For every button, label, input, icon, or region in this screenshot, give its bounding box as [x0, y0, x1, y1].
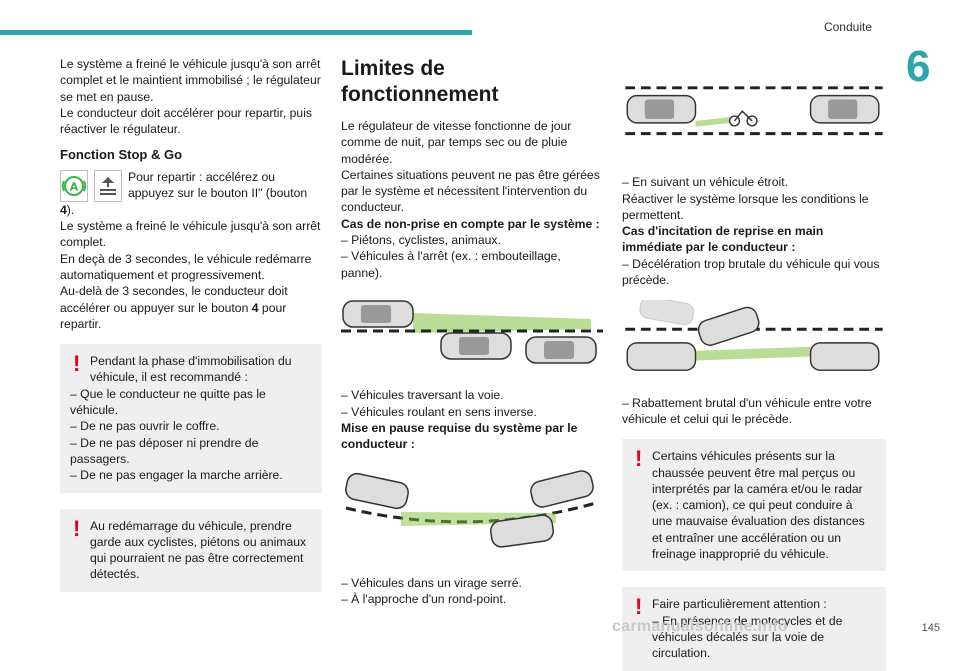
section-title: Conduite: [823, 20, 872, 34]
header-accent-bar: [0, 30, 472, 35]
heading-stop-go: Fonction Stop & Go: [60, 147, 183, 163]
stop-go-instruction: Pour repartir : accélérez ou appuyez sur…: [128, 169, 308, 201]
warning-box-camera: ! Certains véhicules présents sur la cha…: [622, 439, 886, 572]
page-number: 145: [921, 622, 940, 634]
warning-text: Certains véhicules présents sur la chaus…: [652, 449, 865, 562]
list-item: – Véhicules roulant en sens inverse.: [341, 404, 537, 419]
chapter-tab: 6: [896, 0, 960, 100]
warning-box-restart: ! Au redémarrage du véhicule, prendre ga…: [60, 508, 322, 592]
paragraph: Le système a freiné le véhicule jusqu'à …: [60, 57, 321, 104]
warning-icon: !: [635, 446, 643, 472]
paragraph: Réactiver le système lorsque les conditi…: [622, 191, 869, 222]
list-item: – Véhicules traversant la voie.: [341, 388, 504, 403]
list-item: – En suivant un véhicule étroit.: [622, 175, 788, 190]
warning-list-item: – De ne pas déposer ni prendre de passag…: [70, 435, 259, 466]
watermark: carmanualsonline.info: [612, 618, 789, 635]
list-item: – Véhicules à l'arrêt (ex. : embouteilla…: [341, 249, 561, 280]
paragraph: Le régulateur de vitesse fonctionne de j…: [341, 119, 572, 166]
column-middle: Limites de fonctionnement Le régulateur …: [341, 56, 603, 607]
warning-list-item: – De ne pas engager la marche arrière.: [70, 468, 283, 483]
list-item: – Piétons, cyclistes, animaux.: [341, 233, 501, 248]
warning-box-immobilisation: ! Pendant la phase d'immobilisation du v…: [60, 344, 322, 493]
auto-hold-icon: A: [60, 169, 88, 202]
svg-text:A: A: [70, 180, 79, 193]
paragraph: En deçà de 3 secondes, le véhicule redém…: [60, 251, 312, 282]
column-right: – En suivant un véhicule étroit. Réactiv…: [622, 56, 886, 671]
list-item: – À l'approche d'un rond-point.: [341, 592, 507, 607]
list-item: – Décélération trop brutale du véhicule …: [622, 256, 880, 288]
list-item: – Rabattement brutal d'un véhicule entre…: [622, 395, 872, 426]
warning-list-item: – De ne pas ouvrir le coffre.: [70, 419, 220, 434]
icon-row: A Pour repartir : accélérez ou appuyez s…: [60, 169, 322, 202]
subheading-non-prise: Cas de non-prise en compte par le systèm…: [341, 216, 600, 231]
list-item: – Véhicules dans un virage serré.: [341, 575, 522, 590]
section-heading: Limites de fonctionnement: [341, 57, 499, 106]
paragraph: Au-delà de 3 secondes, le conducteur doi…: [60, 284, 288, 331]
paragraph: Le système a freiné le véhicule jusqu'à …: [60, 219, 321, 250]
adaptive-cruise-icon: [94, 169, 122, 202]
warning-text: Au redémarrage du véhicule, prendre gard…: [90, 518, 307, 582]
subheading-pause: Mise en pause requise du système par le …: [341, 420, 578, 452]
warning-text: Faire particulièrement attention :: [652, 597, 827, 612]
illustration-curve: [345, 470, 597, 549]
paragraph: Certaines situations peuvent ne pas être…: [341, 167, 600, 215]
paragraph: 4).: [60, 202, 75, 217]
illustration-narrow-vehicle: [625, 86, 883, 136]
illustration-vehicle-ahead: [341, 300, 603, 364]
subheading-incitation: Cas d'incitation de reprise en main immé…: [622, 224, 824, 255]
column-left: Le système a freiné le véhicule jusqu'à …: [60, 56, 322, 592]
warning-icon: !: [73, 351, 81, 377]
warning-text: Pendant la phase d'immobilisation du véh…: [90, 354, 292, 385]
warning-icon: !: [73, 515, 81, 541]
warning-list-item: – Que le conducteur ne quitte pas le véh…: [70, 386, 266, 418]
illustration-cut-in: [625, 296, 883, 372]
paragraph: Le conducteur doit accélérer pour repart…: [60, 105, 313, 137]
warning-icon: !: [635, 594, 643, 620]
chapter-number: 6: [906, 42, 931, 91]
